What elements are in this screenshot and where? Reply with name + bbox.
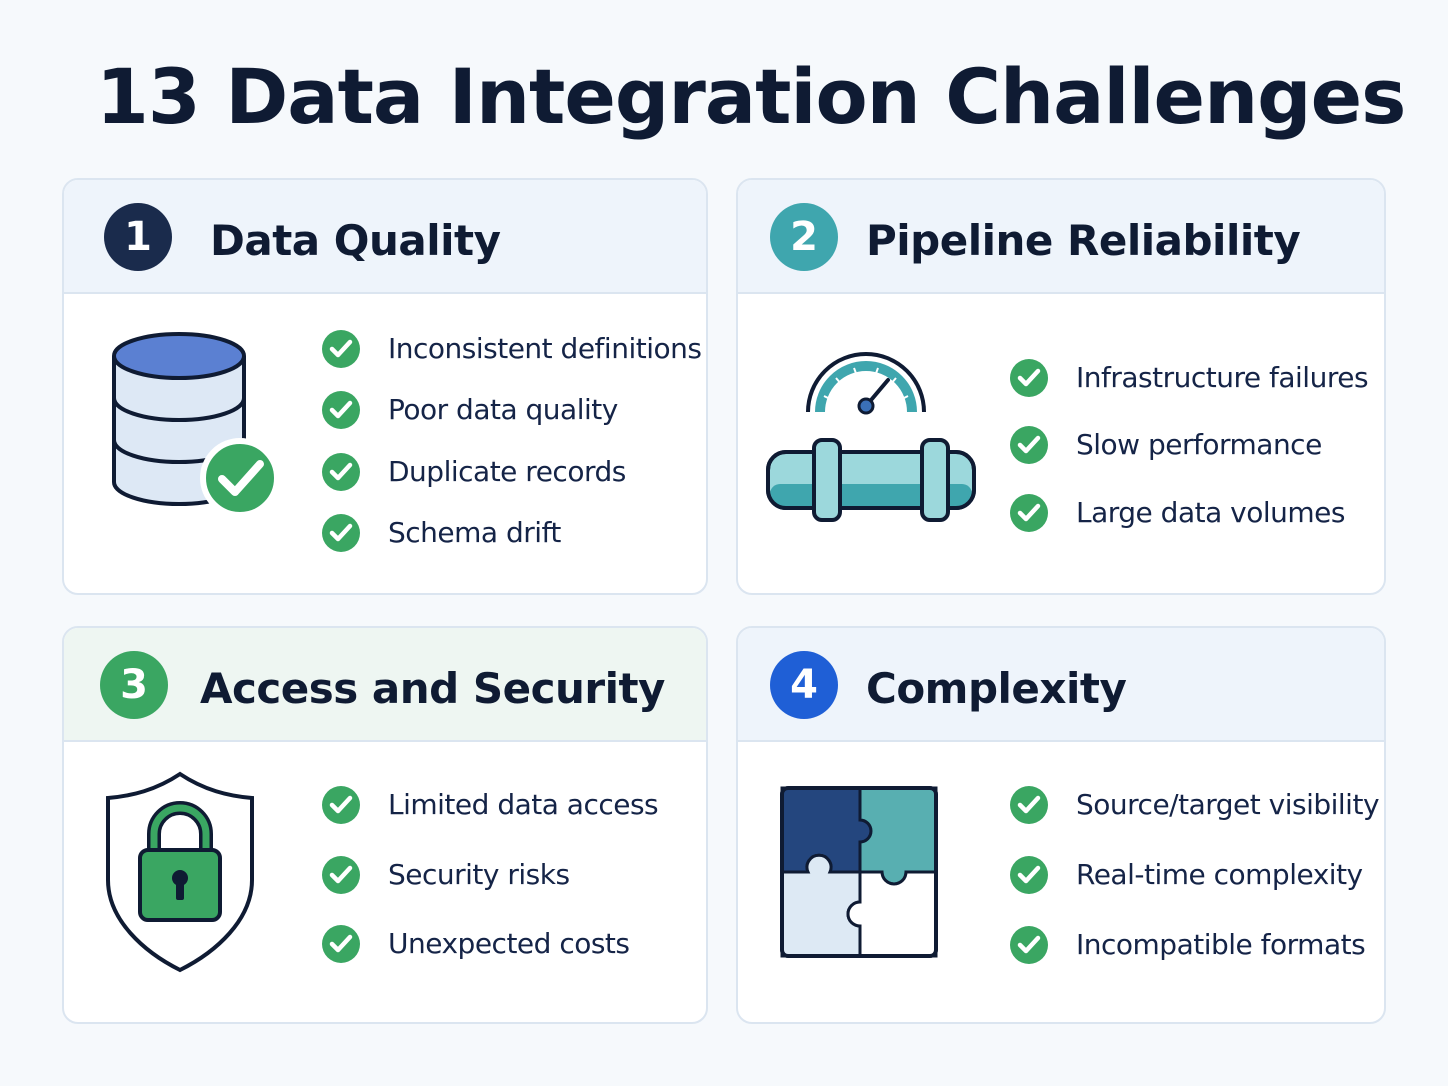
check-icon: [322, 391, 360, 429]
card-data-quality: 1 Data Quality Inconsistent definitions …: [62, 178, 708, 595]
check-icon: [322, 514, 360, 552]
card-title: Complexity: [866, 664, 1127, 713]
shield-lock-icon: [104, 770, 260, 978]
card-complexity: 4 Complexity Source/target visibility Re…: [736, 626, 1386, 1024]
number-badge: 4: [770, 651, 838, 719]
item-label: Infrastructure failures: [1076, 361, 1369, 394]
item-label: Incompatible formats: [1076, 928, 1366, 961]
item-label: Schema drift: [388, 516, 561, 549]
card-header: 1 Data Quality: [64, 180, 706, 294]
item-label: Large data volumes: [1076, 496, 1345, 529]
item-label: Security risks: [388, 858, 570, 891]
check-icon: [322, 925, 360, 963]
item-label: Real-time complexity: [1076, 858, 1363, 891]
card-header: 2 Pipeline Reliability: [738, 180, 1384, 294]
card-title: Data Quality: [210, 216, 501, 265]
card-header: 3 Access and Security: [64, 628, 706, 742]
check-icon: [1010, 359, 1048, 397]
number-badge: 3: [100, 651, 168, 719]
item-label: Duplicate records: [388, 455, 626, 488]
check-icon: [1010, 786, 1048, 824]
number-badge: 2: [770, 203, 838, 271]
check-icon: [1010, 856, 1048, 894]
card-pipeline-reliability: 2 Pipeline Reliability: [736, 178, 1386, 595]
item-label: Source/target visibility: [1076, 788, 1380, 821]
number-badge: 1: [104, 203, 172, 271]
item-label: Poor data quality: [388, 393, 618, 426]
item-label: Inconsistent definitions: [388, 332, 702, 365]
item-label: Slow performance: [1076, 428, 1322, 461]
pipeline-gauge-icon: [764, 342, 980, 526]
check-icon: [322, 786, 360, 824]
check-icon: [322, 330, 360, 368]
card-title: Access and Security: [200, 664, 665, 713]
puzzle-icon: [778, 784, 942, 966]
page-title: 13 Data Integration Challenges: [96, 52, 1406, 141]
card-title: Pipeline Reliability: [866, 216, 1301, 265]
database-check-icon: [110, 332, 280, 526]
item-label: Unexpected costs: [388, 927, 630, 960]
check-icon: [1010, 426, 1048, 464]
item-label: Limited data access: [388, 788, 659, 821]
check-icon: [1010, 494, 1048, 532]
check-icon: [1010, 926, 1048, 964]
card-access-security: 3 Access and Security Limited data acces…: [62, 626, 708, 1024]
check-icon: [322, 453, 360, 491]
check-icon: [322, 856, 360, 894]
card-header: 4 Complexity: [738, 628, 1384, 742]
